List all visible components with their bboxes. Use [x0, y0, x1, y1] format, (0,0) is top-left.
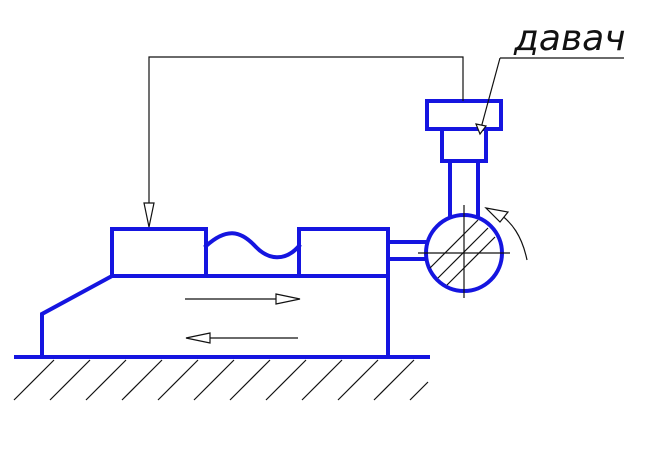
feed-arrow-right — [185, 293, 301, 305]
sensor-head — [425, 99, 503, 131]
machine-base — [40, 274, 390, 359]
rotation-arrow — [484, 207, 528, 261]
ground-hatching — [13, 359, 429, 401]
left-clamp-block — [110, 227, 208, 278]
label-leader — [475, 57, 624, 136]
signal-line — [143, 56, 464, 228]
disc-centerlines — [418, 205, 510, 298]
feed-arrow-left — [185, 332, 298, 344]
workpiece-wave — [203, 231, 302, 260]
right-clamp-block — [297, 227, 390, 278]
sensor-label: давач — [513, 18, 626, 59]
